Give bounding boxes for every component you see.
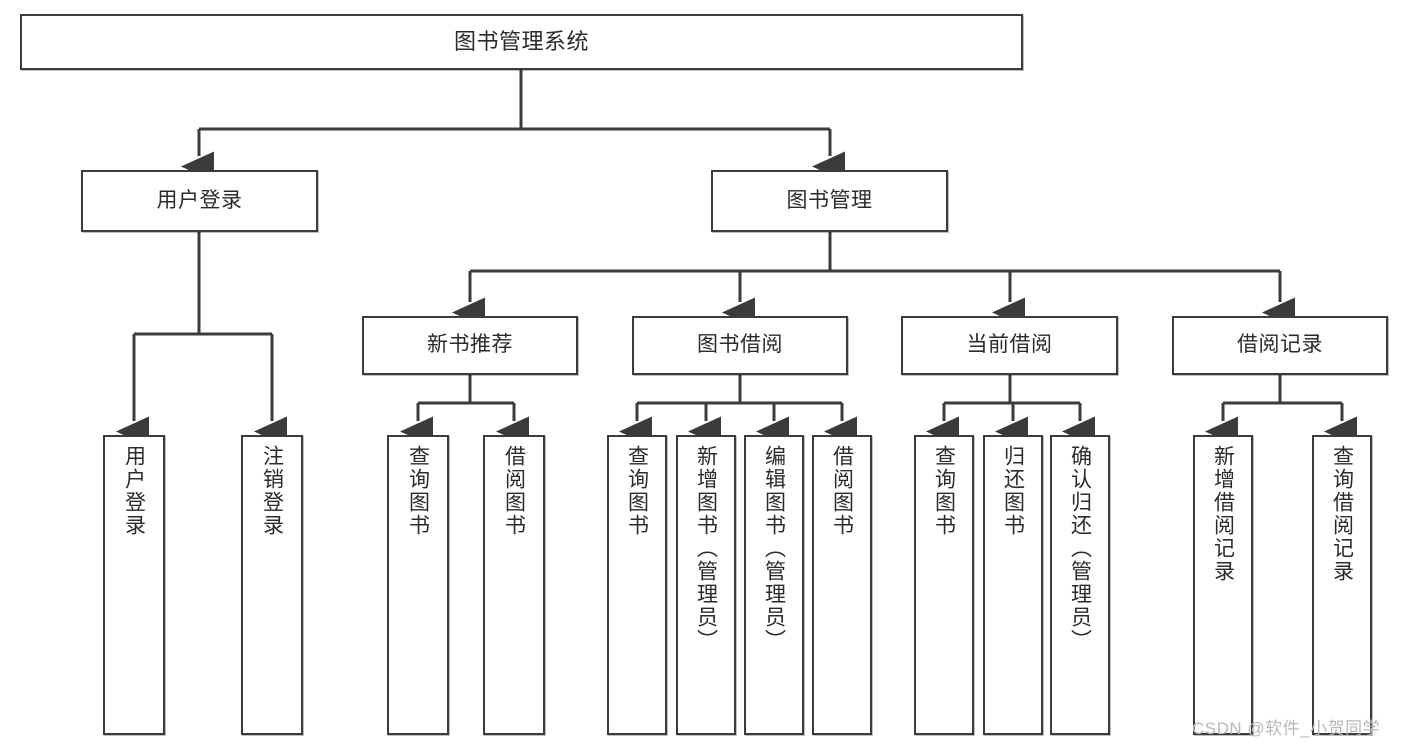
node-label: 图书管理系统 xyxy=(453,29,589,55)
node-current-borrow[interactable]: 当前借阅 xyxy=(901,316,1118,375)
node-label: 注销登录 xyxy=(260,445,284,537)
leaf-current-borrow-query-book[interactable]: 查询图书 xyxy=(914,435,974,735)
node-label: 编辑图书（管理员） xyxy=(762,445,786,652)
leaf-user-login-login[interactable]: 用户登录 xyxy=(103,435,165,735)
node-label: 借阅图书 xyxy=(830,445,854,537)
leaf-book-borrow-edit-book-admin[interactable]: 编辑图书（管理员） xyxy=(744,435,804,735)
leaf-current-borrow-confirm-return-admin[interactable]: 确认归还（管理员） xyxy=(1050,435,1110,735)
node-label: 借阅图书 xyxy=(502,445,526,537)
leaf-borrow-record-add-record[interactable]: 新增借阅记录 xyxy=(1193,435,1253,735)
leaf-user-login-logout[interactable]: 注销登录 xyxy=(241,435,303,735)
node-new-book-recommend[interactable]: 新书推荐 xyxy=(362,316,578,375)
leaf-book-borrow-query-book[interactable]: 查询图书 xyxy=(607,435,667,735)
leaf-new-book-query-book[interactable]: 查询图书 xyxy=(387,435,449,735)
watermark-text: CSDN @软件_小贺同学 xyxy=(1192,719,1381,738)
node-label: 用户登录 xyxy=(122,445,146,537)
node-label: 图书管理 xyxy=(786,188,873,212)
node-label: 查询图书 xyxy=(625,445,649,537)
node-book-management[interactable]: 图书管理 xyxy=(711,170,948,232)
leaf-book-borrow-add-book-admin[interactable]: 新增图书（管理员） xyxy=(676,435,736,735)
leaf-current-borrow-return-book[interactable]: 归还图书 xyxy=(983,435,1043,735)
node-user-login[interactable]: 用户登录 xyxy=(81,170,318,232)
node-label: 查询图书 xyxy=(932,445,956,537)
node-label: 图书借阅 xyxy=(697,333,783,357)
node-label: 查询图书 xyxy=(406,445,430,537)
leaf-new-book-borrow-book[interactable]: 借阅图书 xyxy=(483,435,545,735)
leaf-borrow-record-query-record[interactable]: 查询借阅记录 xyxy=(1312,435,1372,735)
node-label: 确认归还（管理员） xyxy=(1068,445,1092,652)
node-label: 归还图书 xyxy=(1001,445,1025,537)
node-label: 用户登录 xyxy=(156,188,243,212)
node-book-borrow[interactable]: 图书借阅 xyxy=(632,316,848,375)
node-label: 借阅记录 xyxy=(1237,333,1323,357)
node-label: 当前借阅 xyxy=(966,333,1053,357)
node-borrow-record[interactable]: 借阅记录 xyxy=(1172,316,1388,375)
node-label: 新书推荐 xyxy=(427,333,513,357)
node-label: 新增图书（管理员） xyxy=(694,445,718,652)
node-label: 新增借阅记录 xyxy=(1211,445,1235,583)
node-root-book-management-system[interactable]: 图书管理系统 xyxy=(20,14,1023,70)
node-label: 查询借阅记录 xyxy=(1330,445,1354,583)
leaf-book-borrow-borrow-book[interactable]: 借阅图书 xyxy=(812,435,872,735)
